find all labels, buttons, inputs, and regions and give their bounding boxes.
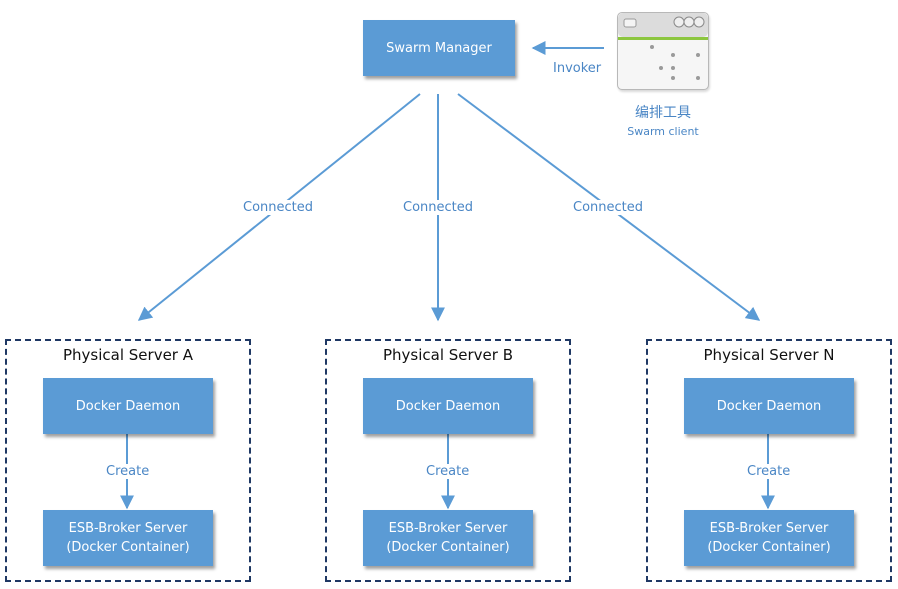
physical-server-b: Physical Server B [325,339,571,582]
connection-label-n: Connected [571,200,646,215]
client-title: 编排工具 [635,105,691,121]
create-label: Create [424,464,472,479]
client-subtitle: Swarm client [627,125,699,138]
connection-label-a: Connected [241,200,316,215]
window-app-icon [617,12,709,90]
esb-broker-label: ESB-Broker Server [709,521,829,536]
esb-broker-box: ESB-Broker Server (Docker Container) [684,510,854,566]
server-title: Physical Server N [703,346,835,364]
docker-daemon-box: Docker Daemon [684,378,854,434]
physical-server-a: Physical Server A [5,339,251,582]
docker-container-label: (Docker Container) [707,540,831,555]
docker-daemon-box: Docker Daemon [43,378,213,434]
create-label: Create [104,464,152,479]
server-title: Physical Server B [382,346,514,364]
esb-broker-label: ESB-Broker Server [68,521,188,536]
invoker-label: Invoker [551,61,604,76]
docker-daemon-label: Docker Daemon [395,398,501,414]
docker-daemon-box: Docker Daemon [363,378,533,434]
docker-daemon-label: Docker Daemon [75,398,181,414]
connection-label-b: Connected [401,200,476,215]
physical-server-n: Physical Server N [646,339,892,582]
docker-container-label: (Docker Container) [386,540,510,555]
esb-broker-box: ESB-Broker Server (Docker Container) [363,510,533,566]
swarm-manager-box: Swarm Manager [363,20,515,76]
esb-broker-label: ESB-Broker Server [388,521,508,536]
docker-container-label: (Docker Container) [66,540,190,555]
create-label: Create [745,464,793,479]
swarm-manager-label: Swarm Manager [386,40,492,56]
docker-daemon-label: Docker Daemon [716,398,822,414]
esb-broker-box: ESB-Broker Server (Docker Container) [43,510,213,566]
server-title: Physical Server A [62,346,193,364]
